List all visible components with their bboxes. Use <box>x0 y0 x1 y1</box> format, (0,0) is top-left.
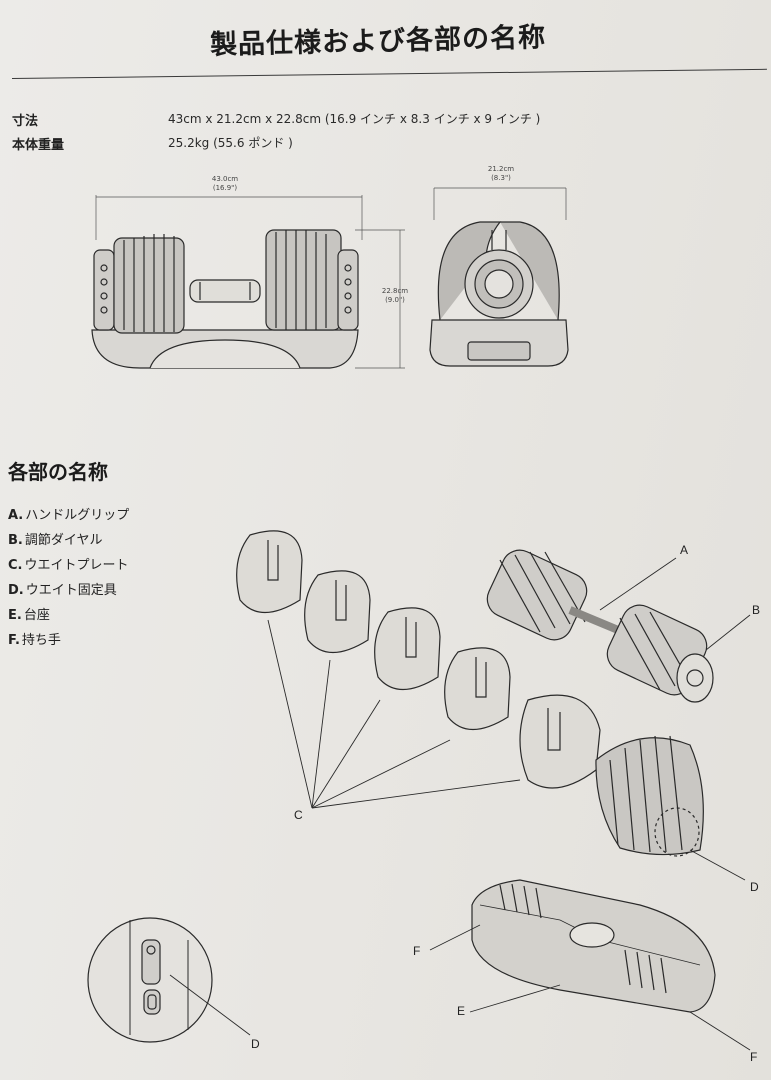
callout-d-detail: D <box>251 1037 260 1051</box>
part-item-b: B.調節ダイヤル <box>8 533 103 548</box>
weight-plates-drawing <box>236 530 704 857</box>
callout-f-left: F <box>413 944 421 958</box>
callout-a: A <box>680 543 689 557</box>
spec-label-dimensions: 寸法 <box>12 114 39 129</box>
callout-b: B <box>752 603 761 617</box>
dim-height-cm: 22.8cm <box>381 287 409 295</box>
callout-f-right: F <box>750 1050 758 1064</box>
side-view-dumbbell <box>429 221 569 367</box>
dim-width-in: (16.9") <box>212 184 238 192</box>
handle-assembly-drawing <box>486 549 751 703</box>
part-item-f: F.持ち手 <box>8 633 61 648</box>
spec-label-weight: 本体重量 <box>12 138 65 153</box>
dim-depth-label: 21.2cm (8.3") <box>476 165 526 183</box>
part-item-c: C.ウエイトプレート <box>8 558 129 573</box>
dim-width-label: 43.0cm (16.9") <box>200 175 250 193</box>
base-tray-drawing <box>429 879 751 1051</box>
dim-width-cm: 43.0cm <box>211 175 239 183</box>
spec-value-weight: 25.2kg (55.6 ポンド ) <box>168 136 293 150</box>
parts-heading: 各部の名称 <box>8 460 108 484</box>
dim-depth-cm: 21.2cm <box>487 165 515 173</box>
detail-circle-drawing <box>87 917 251 1043</box>
callout-c: C <box>294 808 303 822</box>
part-item-d: D.ウエイト固定具 <box>8 583 117 598</box>
dim-depth-in: (8.3") <box>491 174 511 182</box>
front-view-dimension-lines <box>95 187 567 369</box>
front-view-dumbbell <box>91 229 359 369</box>
c-callout-lines <box>267 619 746 881</box>
callout-d-main: D <box>750 880 759 894</box>
dim-height-in: (9.0") <box>385 296 405 304</box>
spec-value-dimensions: 43cm x 21.2cm x 22.8cm (16.9 インチ x 8.3 イ… <box>168 112 541 126</box>
callout-e: E <box>457 1004 466 1018</box>
part-item-a: A.ハンドルグリップ <box>8 508 130 523</box>
part-item-e: E.台座 <box>8 608 50 623</box>
dim-height-label: 22.8cm (9.0") <box>380 287 410 305</box>
